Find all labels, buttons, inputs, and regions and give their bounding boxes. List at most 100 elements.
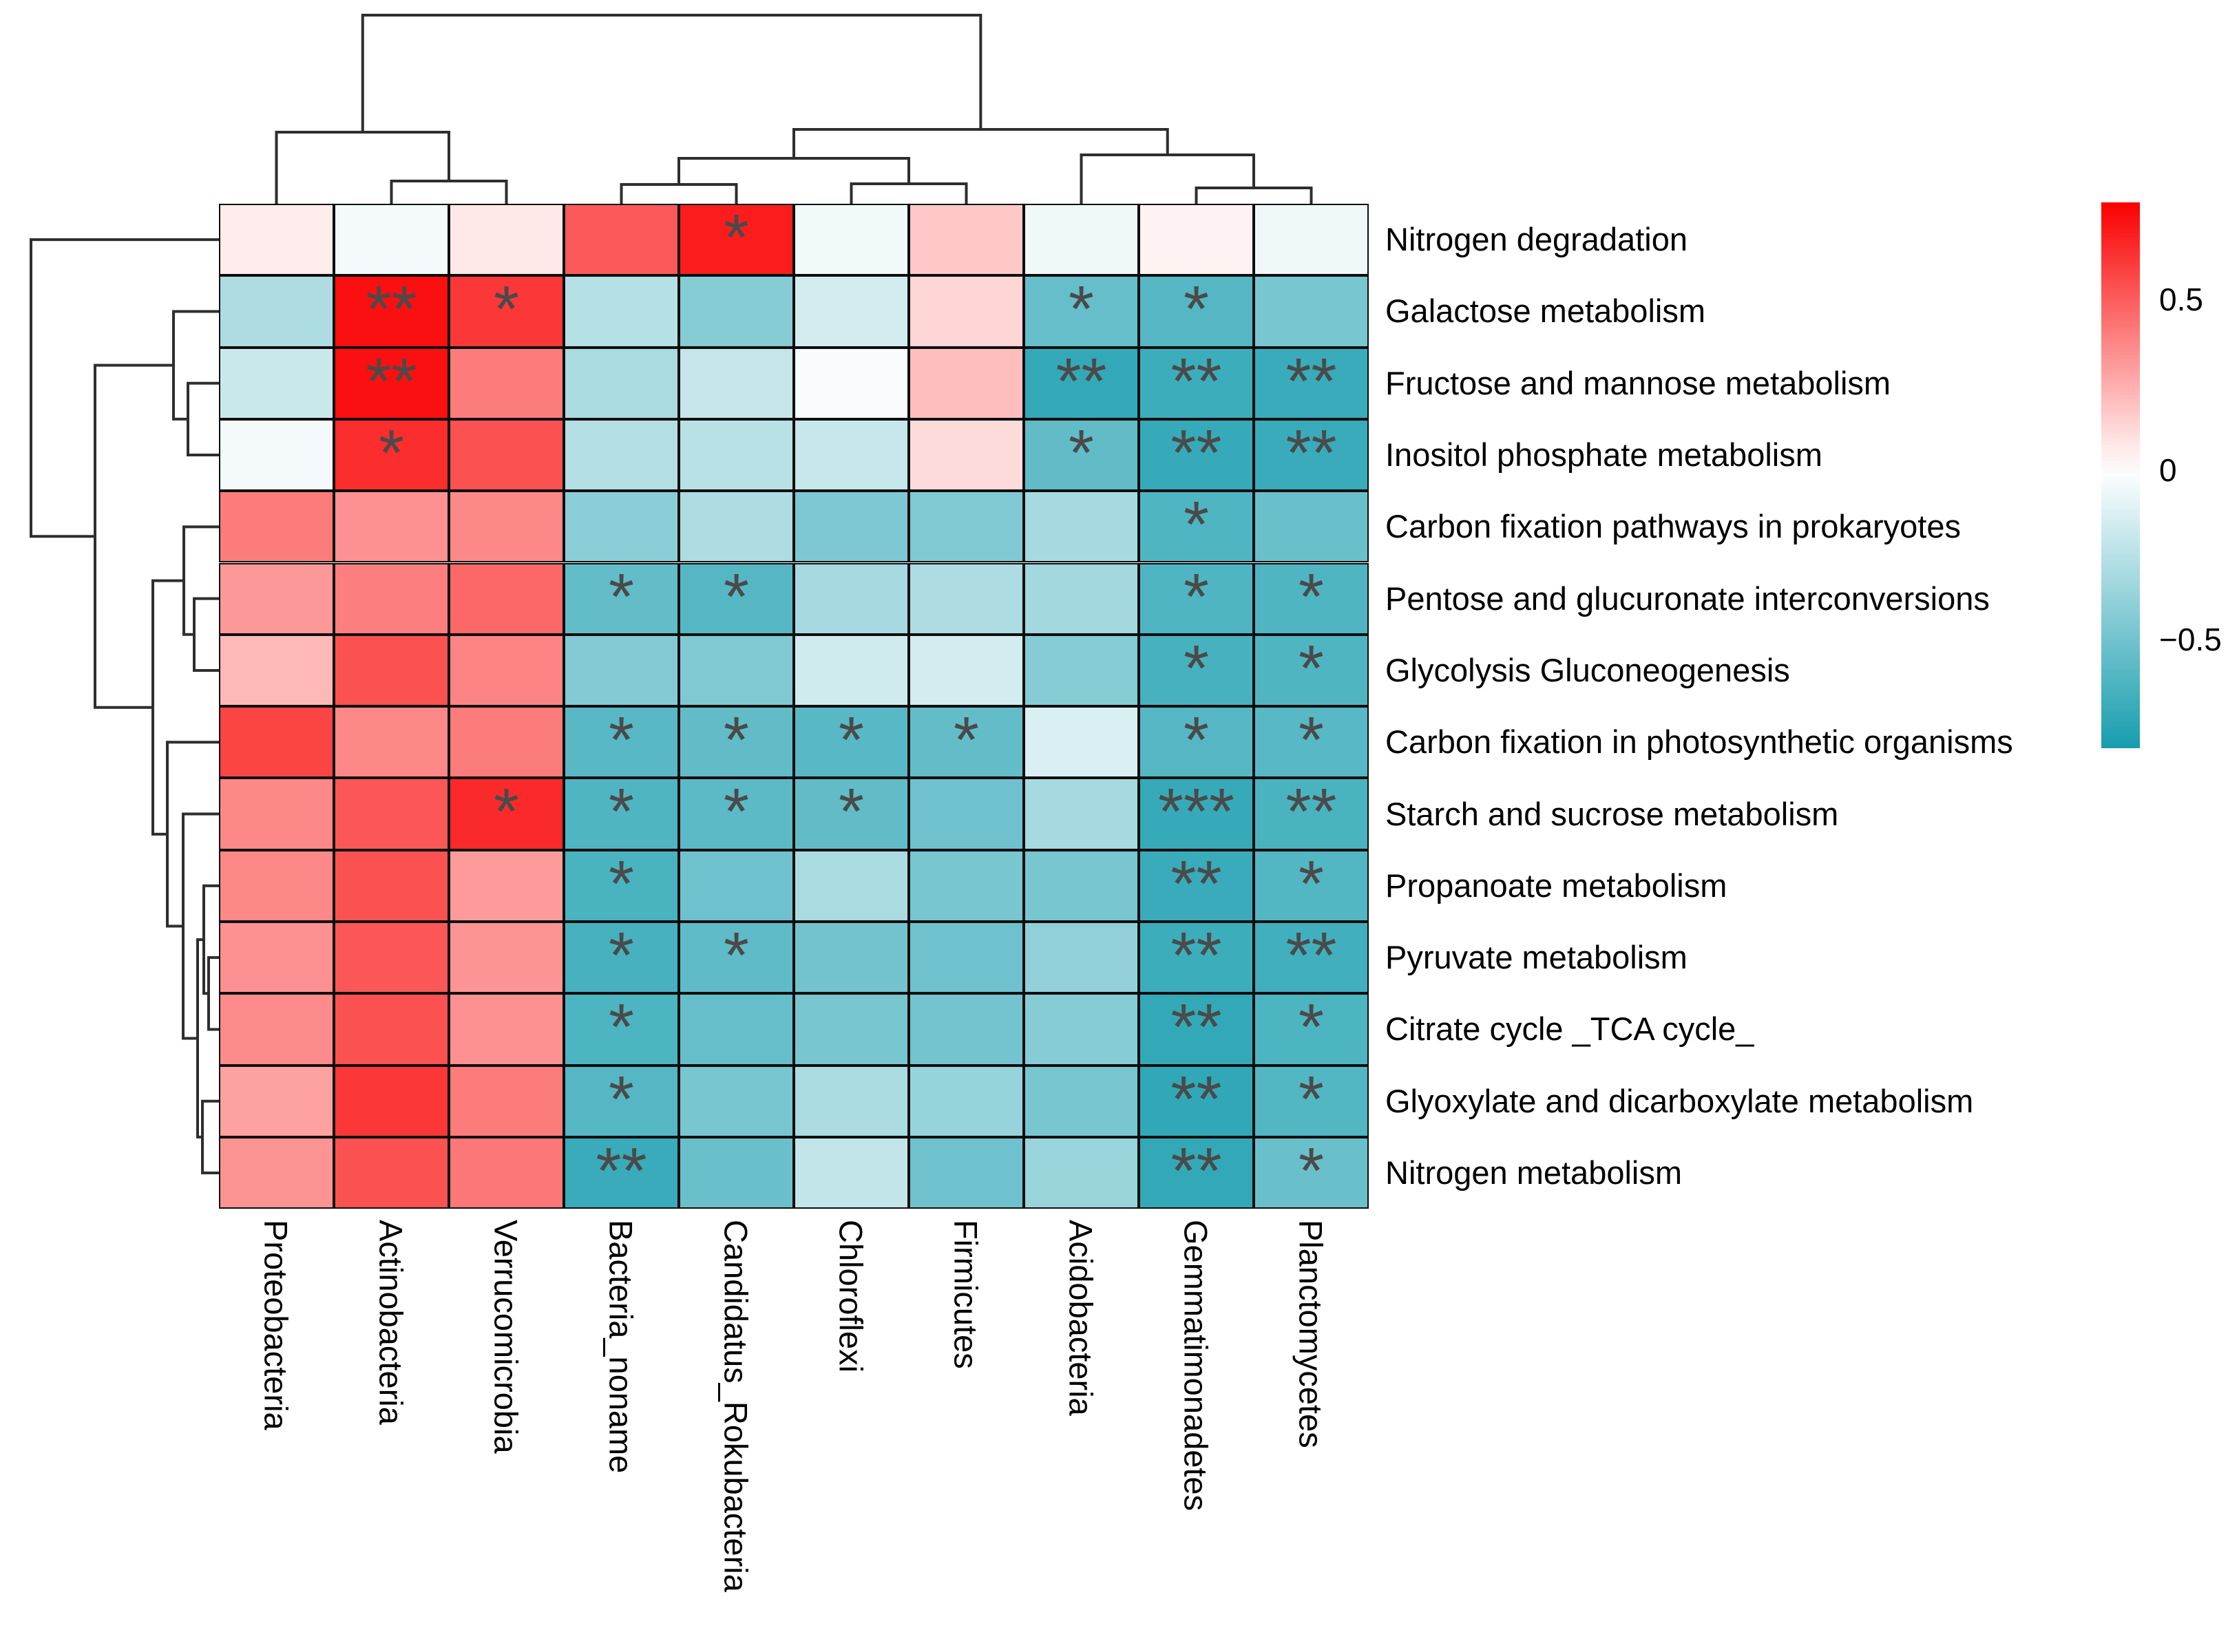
significance-stars: ** — [366, 348, 417, 418]
heatmap-cell: ** — [334, 275, 449, 348]
row-label: Glyoxylate and dicarboxylate metabolism — [1385, 1082, 1974, 1119]
heatmap-cell: ** — [334, 347, 449, 419]
heatmap-cell — [564, 491, 679, 563]
column-label: Candidatus_Rokubacteria — [717, 1220, 755, 1592]
heatmap-cell — [449, 204, 564, 276]
heatmap-cell — [334, 922, 449, 994]
column-label: Acidobacteria — [1062, 1220, 1100, 1416]
significance-stars: *** — [1158, 779, 1234, 849]
row-label: Carbon fixation pathways in prokaryotes — [1385, 508, 1961, 545]
significance-stars: * — [1069, 277, 1094, 346]
significance-stars: * — [724, 708, 749, 777]
heatmap-cell — [219, 706, 334, 779]
row-label: Pyruvate metabolism — [1385, 939, 1688, 976]
heatmap-cell — [564, 347, 679, 419]
heatmap-cell — [1024, 204, 1139, 276]
heatmap-cell: ** — [564, 1136, 679, 1209]
row-label: Glycolysis Gluconeogenesis — [1385, 651, 1790, 688]
heatmap-cell — [449, 419, 564, 491]
heatmap-cell: * — [1254, 1136, 1369, 1209]
significance-stars: ** — [1170, 995, 1222, 1064]
significance-stars: ** — [596, 1138, 647, 1207]
row-label: Citrate cycle _TCA cycle_ — [1385, 1010, 1754, 1048]
significance-stars: * — [1184, 492, 1209, 562]
significance-stars: ** — [1170, 1138, 1222, 1207]
significance-stars: * — [494, 277, 519, 346]
significance-stars: * — [1299, 1066, 1324, 1136]
heatmap-cell — [794, 204, 909, 276]
significance-stars: * — [954, 708, 979, 777]
heatmap-cell — [449, 1136, 564, 1209]
heatmap-cell — [1024, 706, 1139, 779]
heatmap-cell: ** — [1254, 922, 1369, 994]
heatmap-cell: * — [564, 922, 679, 994]
heatmap-cell — [1254, 275, 1369, 348]
heatmap-cell — [219, 634, 334, 707]
heatmap-cell — [1024, 491, 1139, 563]
heatmap-cell — [909, 347, 1024, 419]
heatmap-cell — [909, 275, 1024, 348]
heatmap-cell: * — [449, 275, 564, 348]
heatmap-cell — [794, 634, 909, 707]
heatmap-cell: ** — [1139, 1065, 1254, 1137]
column-label: Actinobacteria — [372, 1220, 410, 1425]
heatmap-cell: * — [334, 419, 449, 491]
heatmap-cell — [909, 778, 1024, 850]
heatmap-cell — [794, 347, 909, 419]
heatmap-cell — [334, 1136, 449, 1209]
heatmap-cell — [219, 204, 334, 276]
column-label: Firmicutes — [947, 1220, 985, 1369]
heatmap-cell — [564, 275, 679, 348]
heatmap-cell — [219, 491, 334, 563]
heatmap-cell: * — [564, 706, 679, 779]
heatmap-cell — [679, 1136, 794, 1209]
colorbar-tick-zero: 0 — [2159, 452, 2177, 488]
heatmap-cell: * — [1254, 562, 1369, 635]
significance-stars: * — [1184, 708, 1209, 777]
column-label: Gemmatimonadetes — [1177, 1220, 1215, 1512]
heatmap-cell — [1024, 562, 1139, 635]
heatmap-cell — [334, 778, 449, 850]
significance-stars: * — [1184, 564, 1209, 633]
heatmap-cell — [794, 1065, 909, 1137]
heatmap-cell: * — [909, 706, 1024, 779]
significance-stars: * — [1299, 1138, 1324, 1207]
colorbar — [2101, 202, 2140, 748]
heatmap-cell: ** — [1139, 1136, 1254, 1209]
significance-stars: * — [1299, 635, 1324, 705]
heatmap-cell — [219, 993, 334, 1066]
heatmap-cell — [219, 275, 334, 348]
heatmap-cell: * — [679, 778, 794, 850]
significance-stars: * — [724, 923, 749, 992]
heatmap-cell — [909, 491, 1024, 563]
heatmap-cell: * — [564, 778, 679, 850]
heatmap-cell — [679, 491, 794, 563]
heatmap-cell — [794, 419, 909, 491]
heatmap-cell: ** — [1139, 419, 1254, 491]
significance-stars: * — [1299, 995, 1324, 1064]
heatmap-cell: ** — [1139, 993, 1254, 1066]
heatmap-cell: * — [1139, 634, 1254, 707]
heatmap-cell — [564, 419, 679, 491]
significance-stars: * — [724, 564, 749, 633]
significance-stars: ** — [1170, 348, 1222, 418]
heatmap-cell — [909, 922, 1024, 994]
significance-stars: * — [609, 1066, 634, 1136]
heatmap-cell — [219, 849, 334, 922]
colorbar-tick-positive: 0.5 — [2159, 282, 2203, 317]
significance-stars: * — [724, 205, 749, 274]
heatmap-cell — [794, 491, 909, 563]
heatmap-cell: * — [1024, 419, 1139, 491]
column-label: Chloroflexi — [832, 1220, 870, 1373]
significance-stars: ** — [366, 277, 417, 346]
heatmap-cell — [909, 419, 1024, 491]
heatmap-cell — [909, 849, 1024, 922]
significance-stars: ** — [1285, 779, 1337, 849]
heatmap-cell — [219, 419, 334, 491]
heatmap-cell — [1024, 634, 1139, 707]
heatmap-cell — [679, 347, 794, 419]
significance-stars: * — [379, 420, 404, 489]
heatmap-cell: * — [564, 993, 679, 1066]
heatmap-cell: * — [679, 922, 794, 994]
heatmap-cell: ** — [1254, 419, 1369, 491]
